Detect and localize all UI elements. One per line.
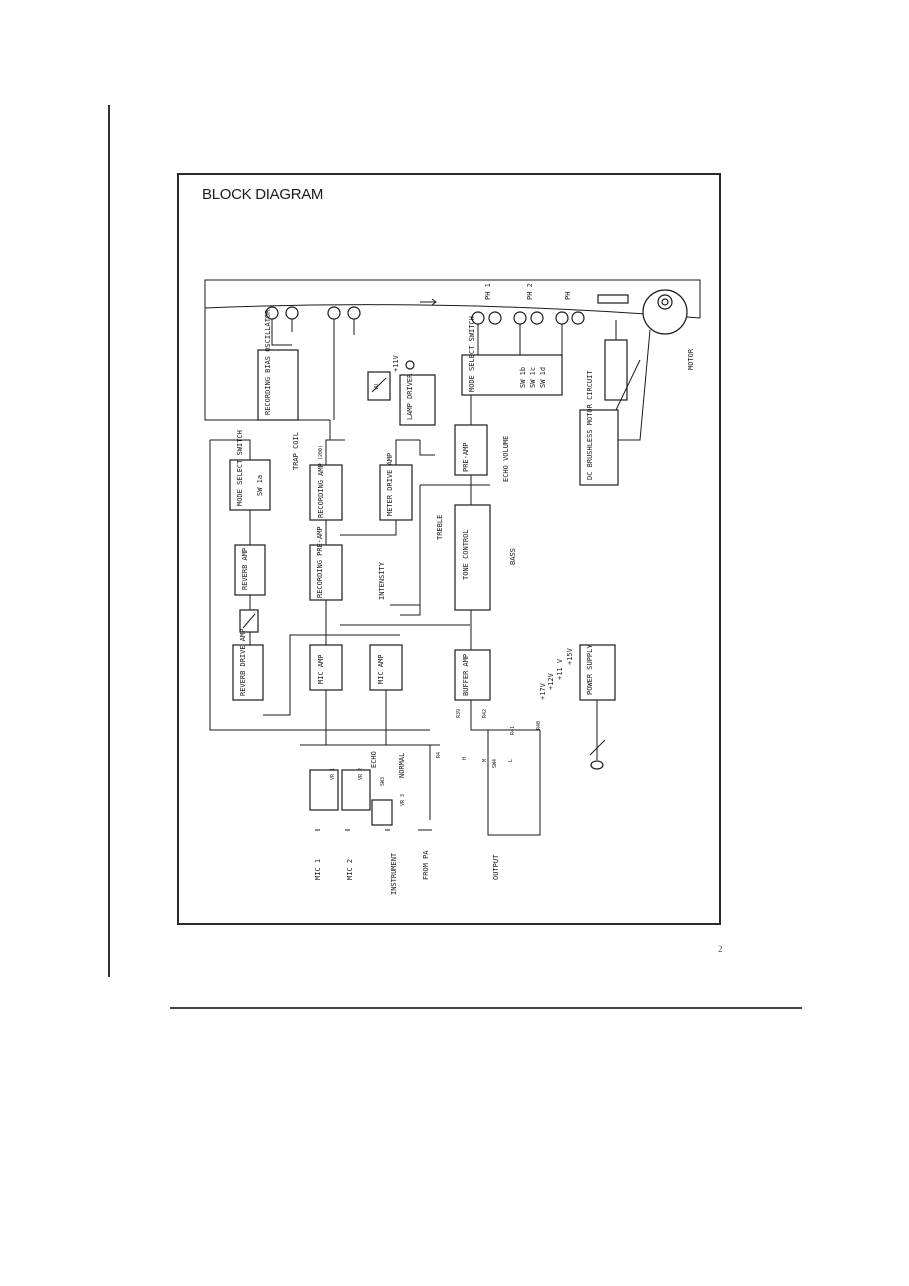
svg-text:LAMP DRIVER: LAMP DRIVER (406, 373, 414, 420)
svg-text:H: H (462, 757, 468, 760)
svg-text:+17V: +17V (539, 682, 547, 700)
svg-text:REVERB DRIVE AMP: REVERB DRIVE AMP (239, 629, 247, 696)
trap-coil: TRAP COIL (200) (292, 420, 345, 470)
mic-amp-1-block: MIC AMP (309, 644, 343, 691)
reverb-spring-unit (239, 609, 259, 633)
intensity-control: INTENSITY (378, 561, 420, 606)
tone-control-block: TONE CONTROL TREBLE BASS (436, 504, 517, 611)
svg-text:+15V: +15V (566, 647, 574, 665)
playback-head-labels: PH 1 PH 2 PH (484, 283, 572, 300)
svg-text:MODE SELECT SWITCH: MODE SELECT SWITCH (236, 430, 244, 506)
svg-text:MIC AMP: MIC AMP (317, 654, 325, 684)
svg-text:TONE CONTROL: TONE CONTROL (462, 529, 470, 580)
svg-text:MIC 1: MIC 1 (314, 859, 322, 880)
lamp-driver-block: LAMP DRIVER +11V (392, 354, 436, 426)
svg-text:MIC 2: MIC 2 (346, 859, 354, 880)
svg-text:RECORDING AMP: RECORDING AMP (317, 463, 325, 518)
svg-text:REVERB AMP: REVERB AMP (241, 548, 249, 590)
svg-text:VR 1: VR 1 (330, 768, 336, 780)
buffer-amp-block: BUFFER AMP (454, 649, 491, 701)
svg-text:BUFFER AMP: BUFFER AMP (462, 654, 470, 696)
svg-text:RECORDING PRE-AMP: RECORDING PRE-AMP (316, 526, 324, 598)
svg-text:METER DRIVE AMP: METER DRIVE AMP (386, 453, 394, 516)
svg-text:R40: R40 (536, 721, 542, 730)
svg-text:R4: R4 (436, 752, 442, 758)
mode-select-switch-1a-block: MODE SELECT SWITCH SW 1a (229, 430, 271, 511)
page-number: 2 (718, 944, 723, 954)
svg-text:(200): (200) (318, 445, 324, 460)
svg-text:INTENSITY: INTENSITY (378, 561, 386, 600)
diagram-frame (177, 173, 721, 925)
recording-amp-block: RECORDING AMP (309, 463, 343, 521)
svg-text:SW4: SW4 (492, 759, 498, 768)
playback-heads (471, 311, 585, 355)
svg-text:VR 2: VR 2 (358, 768, 364, 780)
diagram-title: BLOCK DIAGRAM (202, 186, 324, 203)
svg-text:MODE SELECT SWITCH: MODE SELECT SWITCH (468, 316, 476, 392)
record-heads (265, 306, 361, 420)
svg-text:+12V: +12V (547, 672, 555, 690)
svg-text:MOTOR: MOTOR (687, 348, 695, 370)
recording-bias-oscillator-block: RECORDING BIAS OSCILLATOR (257, 309, 299, 421)
svg-text:NORMAL: NORMAL (398, 753, 406, 778)
reverb-amp-block: REVERB AMP (234, 544, 266, 596)
io-labels: MIC 1 MIC 2 INSTRUMENT FROM PA OUTPUT (314, 850, 500, 895)
svg-text:TREBLE: TREBLE (436, 515, 444, 540)
svg-text:ECHO VOLUME: ECHO VOLUME (502, 436, 510, 482)
dc-brushless-motor-circuit-block: DC BRUSHLESS MOTOR CIRCUIT MOTOR (579, 348, 695, 486)
mode-select-switch-main-block: MODE SELECT SWITCH SW 1b SW 1c SW 1d (461, 316, 563, 396)
reverb-drive-amp-block: REVERB DRIVE AMP (232, 629, 264, 701)
page-left-rule (108, 105, 110, 977)
svg-text:PH 1: PH 1 (484, 283, 492, 300)
svg-text:POWER SUPPLY: POWER SUPPLY (586, 644, 594, 695)
svg-text:PH 2: PH 2 (526, 283, 534, 300)
svg-text:L: L (508, 759, 514, 762)
power-supply-block: POWER SUPPLY +17V +12V +11 V +15V (539, 644, 616, 770)
signal-wires (209, 359, 641, 836)
svg-text:RECORDING BIAS OSCILLATOR: RECORDING BIAS OSCILLATOR (264, 309, 272, 415)
svg-text:PH: PH (564, 292, 572, 300)
svg-text:+11 V: +11 V (556, 658, 564, 680)
svg-text:INSTRUMENT: INSTRUMENT (390, 852, 398, 895)
svg-text:TRAP COIL: TRAP COIL (292, 432, 300, 470)
svg-text:SW 1b: SW 1b (519, 367, 527, 388)
svg-text:MIC AMP: MIC AMP (377, 654, 385, 684)
svg-text:VU: VU (374, 384, 380, 390)
svg-text:FROM PA: FROM PA (422, 850, 430, 880)
svg-text:OUTPUT: OUTPUT (492, 854, 500, 880)
input-section (300, 744, 440, 831)
svg-text:SW3: SW3 (380, 777, 386, 786)
component-labels: VR 1 VR 2 VR 3 SW3 ECHO NORMAL R4 R39 R4… (330, 709, 542, 806)
svg-text:ECHO: ECHO (370, 751, 378, 768)
svg-text:R39: R39 (456, 709, 462, 718)
page-bottom-rule (170, 1007, 802, 1009)
svg-text:R42: R42 (482, 709, 488, 718)
mic-amp-2-block: MIC AMP (369, 644, 403, 691)
svg-text:BASS: BASS (509, 548, 517, 565)
svg-text:+11V: +11V (392, 354, 400, 372)
svg-text:DC BRUSHLESS MOTOR CIRCUIT: DC BRUSHLESS MOTOR CIRCUIT (586, 370, 594, 480)
svg-text:M: M (482, 759, 488, 762)
pre-amp-block: PRE-AMP ECHO VOLUME (454, 424, 510, 482)
svg-text:SW 1c: SW 1c (529, 367, 537, 388)
vu-meter: VU (367, 371, 391, 401)
motor-assembly (597, 289, 688, 441)
svg-text:SW 1a: SW 1a (256, 475, 264, 496)
recording-pre-amp-block: RECORDING PRE-AMP (309, 526, 343, 601)
svg-text:SW 1d: SW 1d (539, 367, 547, 388)
svg-text:VR 3: VR 3 (400, 794, 406, 806)
svg-text:PRE-AMP: PRE-AMP (462, 442, 470, 472)
svg-text:R41: R41 (510, 726, 516, 735)
